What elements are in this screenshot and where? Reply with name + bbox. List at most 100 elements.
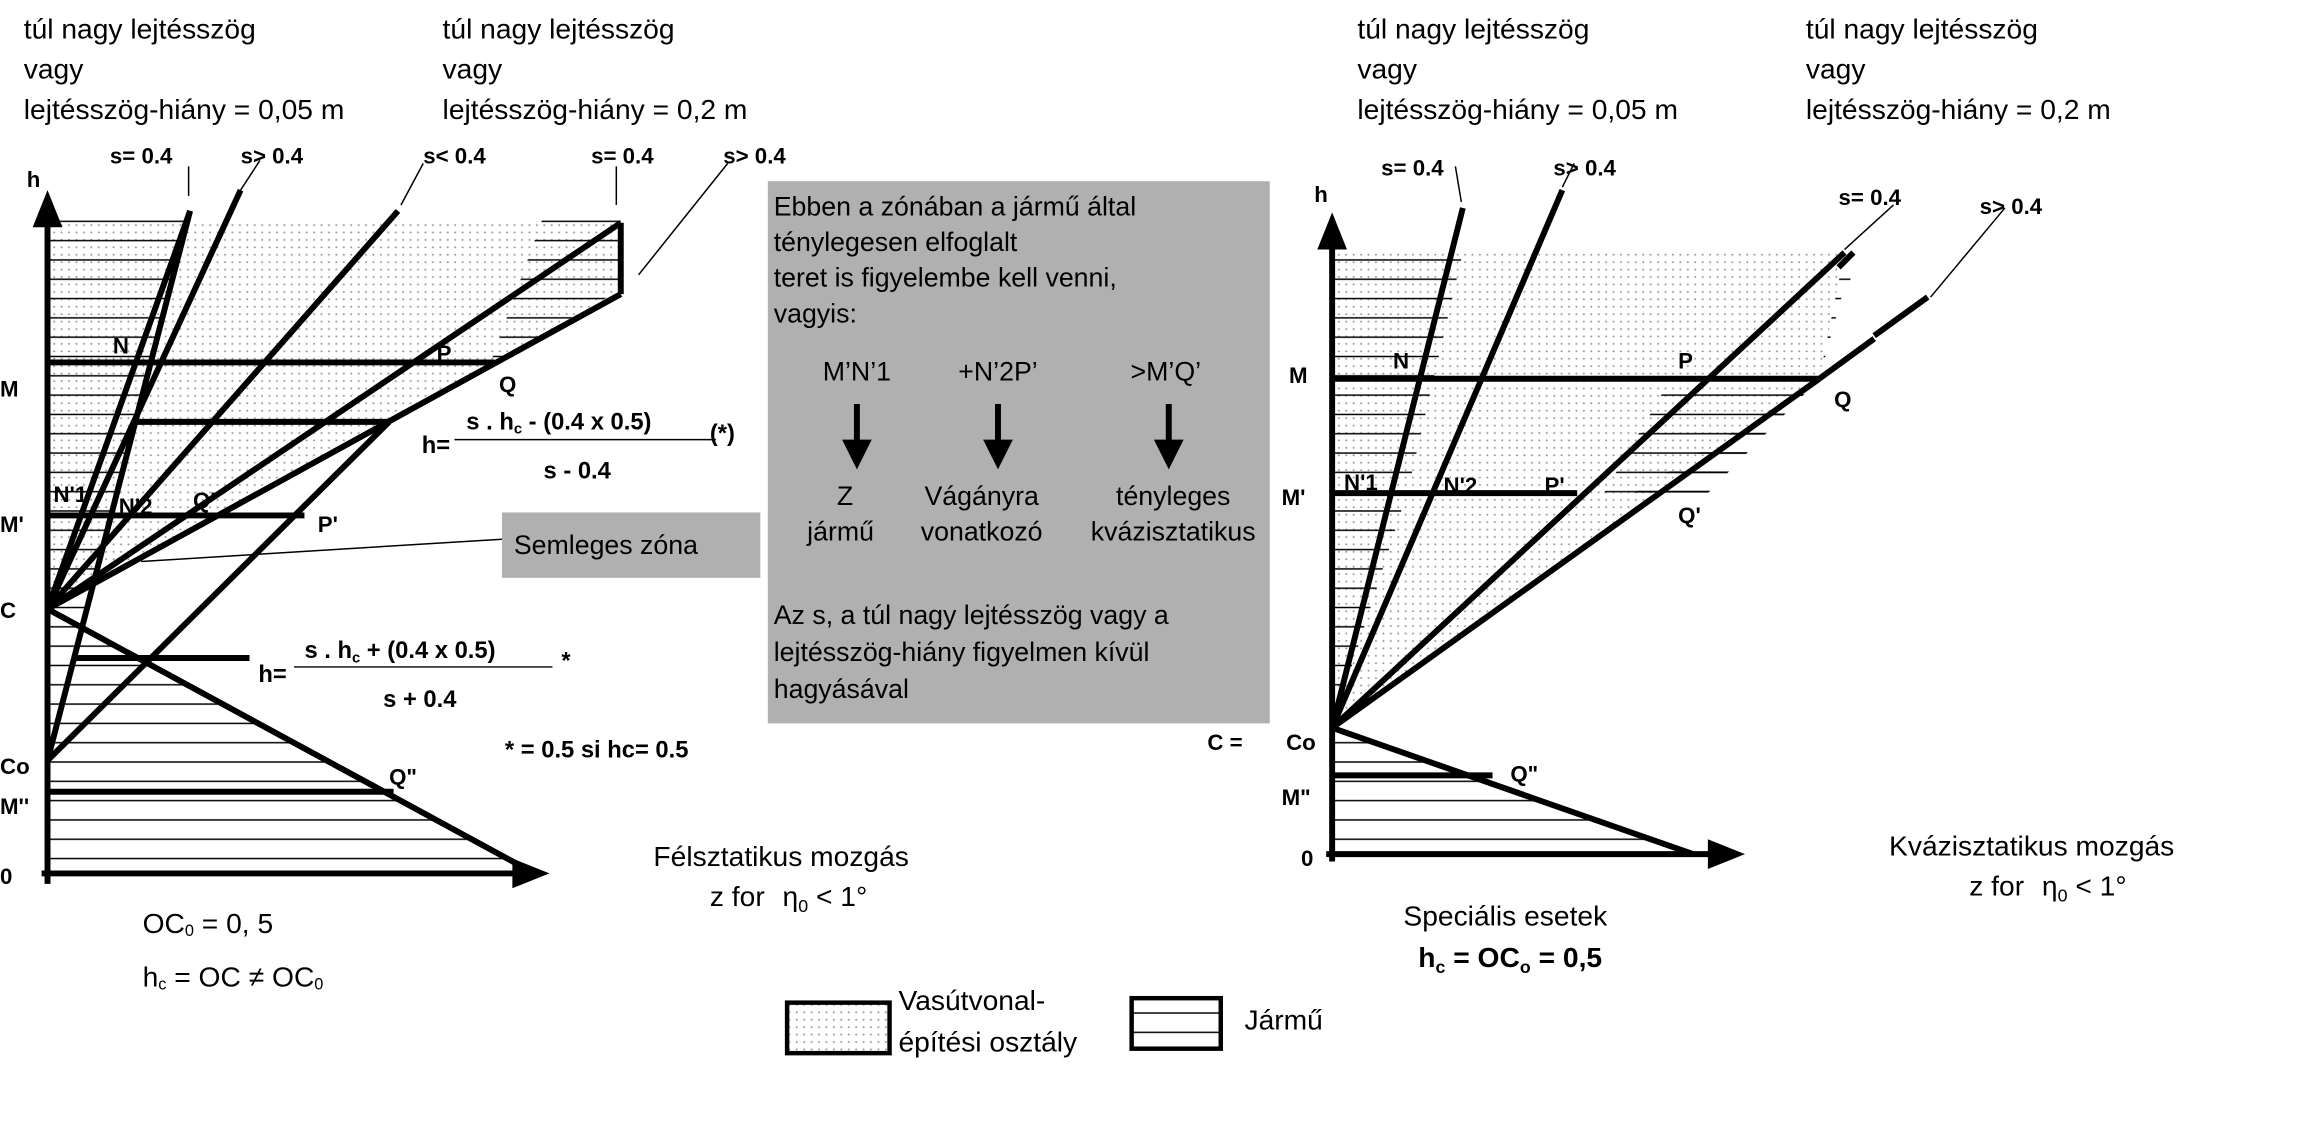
left-slope-line bbox=[45, 419, 392, 763]
right-diagram bbox=[1317, 163, 2006, 869]
axis-label-M-dprime: M'' bbox=[0, 794, 29, 819]
formula-numerator: s . hc + (0.4 x 0.5) bbox=[304, 637, 495, 666]
right-slope-line bbox=[1329, 207, 1466, 729]
oc-lines: OC0 = 0, 5 hc = OC ≠ OC0 bbox=[143, 907, 324, 993]
axis-label-h: h bbox=[1314, 182, 1328, 207]
info-column-bottom: jármű bbox=[806, 517, 874, 547]
axis-label-zero: 0 bbox=[0, 864, 12, 889]
header-line: lejtésszög-hiány = 0,05 m bbox=[1357, 93, 1678, 125]
header-line: vagy bbox=[1806, 53, 1866, 85]
formula-denominator: s - 0.4 bbox=[544, 457, 612, 484]
caption-line: Kvázisztatikus mozgás bbox=[1889, 830, 2174, 862]
pointer bbox=[239, 160, 261, 191]
left-diagram bbox=[32, 160, 729, 889]
header-line: túl nagy lejtésszög bbox=[1357, 13, 1589, 45]
header-line: vagy bbox=[443, 53, 503, 85]
special-formula: hc = OCo = 0,5 bbox=[1418, 941, 1602, 977]
pointer bbox=[1930, 207, 2006, 298]
pointer bbox=[638, 162, 729, 276]
header-line: lejtésszög-hiány = 0,05 m bbox=[24, 93, 345, 125]
point-label-Q: Q bbox=[499, 372, 516, 397]
left-h-arrow-icon bbox=[32, 190, 63, 228]
point-label-N: N bbox=[1393, 348, 1409, 373]
left-slope-line bbox=[46, 291, 623, 612]
legend-dotted-swatch bbox=[784, 1000, 892, 1056]
axis-label-M-dprime: M" bbox=[1282, 785, 1311, 810]
left-axis-labels: h M M' C Co M'' 0 bbox=[0, 167, 40, 889]
header-line: lejtésszög-hiány = 0,2 m bbox=[443, 93, 748, 125]
down-arrow-icon bbox=[983, 439, 1013, 470]
info-column-bottom: kvázisztatikus bbox=[1091, 517, 1256, 547]
point-label-P-prime: P' bbox=[318, 512, 338, 537]
right-point-labels: N P Q N'1 N'2 P' Q' Q" bbox=[1344, 348, 1851, 786]
info-outro-line: lejtésszög-hiány figyelmen kívül bbox=[774, 637, 1150, 667]
axis-label-h: h bbox=[27, 167, 41, 192]
slope-label: s= 0.4 bbox=[591, 143, 654, 168]
point-label-N1: N'1 bbox=[1344, 470, 1378, 495]
axis-label-M-prime: M' bbox=[0, 512, 24, 537]
slope-label: s= 0.4 bbox=[1381, 155, 1444, 180]
slope-label: s> 0.4 bbox=[1553, 155, 1616, 180]
caption-line: Félsztatikus mozgás bbox=[653, 840, 908, 872]
formula-top: h= s . hc - (0.4 x 0.5) (*) s - 0.4 bbox=[422, 408, 735, 484]
point-label-N2: N'2 bbox=[1444, 473, 1478, 498]
info-column-bottom: Vágányra bbox=[924, 481, 1039, 511]
left-slope-labels: s= 0.4 s> 0.4 s< 0.4 s= 0.4 s> 0.4 bbox=[110, 143, 786, 168]
right-slope-line bbox=[1330, 250, 1847, 731]
left-slope-line bbox=[45, 220, 623, 612]
formula-lhs: h= bbox=[422, 432, 450, 459]
info-column-bottom: tényleges bbox=[1116, 481, 1230, 511]
formula-bottom: h= s . hc + (0.4 x 0.5) * s + 0.4 bbox=[258, 637, 571, 713]
legend-dotted-label: Vasútvonal- bbox=[898, 984, 1045, 1016]
info-intro-line: Ebben a zónában a jármű által bbox=[774, 191, 1136, 221]
slope-label: s> 0.4 bbox=[241, 143, 304, 168]
formula-mark: (*) bbox=[710, 420, 735, 447]
left-hatched-upper-right bbox=[389, 219, 621, 422]
right-slope-ext bbox=[1872, 294, 1930, 339]
left-lower-slope bbox=[46, 606, 537, 877]
right-x-arrow-icon bbox=[1707, 839, 1745, 869]
right-axis-labels: h M M' C = Co M" 0 bbox=[1207, 182, 1328, 871]
info-column-top: M’N’1 bbox=[823, 356, 891, 386]
pointer bbox=[1561, 163, 1575, 188]
legend: Vasútvonal- építési osztály Jármű bbox=[784, 984, 1323, 1058]
left-slope-line bbox=[44, 210, 193, 762]
header-right-b: túl nagy lejtésszög vagy lejtésszög-hián… bbox=[1806, 13, 2111, 125]
down-arrow-icon bbox=[1153, 439, 1184, 470]
legend-hatched-swatch bbox=[1129, 995, 1223, 1051]
formula-mark: * bbox=[561, 647, 571, 674]
right-lower-slope bbox=[1331, 725, 1694, 857]
info-column-bottom: vonatkozó bbox=[921, 517, 1043, 547]
axis-label-M: M bbox=[1289, 363, 1308, 388]
info-column-top: >M’Q’ bbox=[1131, 356, 1202, 386]
point-label-N: N bbox=[113, 334, 129, 359]
pointer bbox=[1454, 166, 1463, 203]
header-left-b: túl nagy lejtésszög vagy lejtésszög-hián… bbox=[443, 13, 748, 125]
oc-line-2: hc = OC ≠ OC0 bbox=[143, 960, 324, 993]
axis-label-zero: 0 bbox=[1301, 846, 1313, 871]
header-line: túl nagy lejtésszög bbox=[443, 13, 675, 45]
oc-line-1: OC0 = 0, 5 bbox=[143, 907, 274, 940]
info-intro-line: ténylegesen elfoglalt bbox=[774, 227, 1018, 257]
special-case: Speciális esetek hc = OCo = 0,5 bbox=[1403, 899, 1608, 977]
slope-label: s= 0.4 bbox=[110, 143, 173, 168]
down-arrow-icon bbox=[842, 439, 872, 470]
header-left-a: túl nagy lejtésszög vagy lejtésszög-hián… bbox=[24, 13, 345, 125]
header-line: túl nagy lejtésszög bbox=[1806, 13, 2038, 45]
formula-lhs: h= bbox=[258, 661, 286, 688]
info-column-top: +N’2P’ bbox=[958, 356, 1037, 386]
neutral-zone-pointer bbox=[141, 538, 503, 563]
right-h-arrow-icon bbox=[1317, 212, 1347, 250]
slope-label: s< 0.4 bbox=[423, 143, 486, 168]
info-box: Ebben a zónában a jármű által ténylegese… bbox=[767, 181, 1270, 724]
pointer bbox=[400, 163, 424, 206]
header-line: vagy bbox=[1357, 53, 1417, 85]
axis-label-C: C = bbox=[1207, 730, 1242, 755]
slope-label: s> 0.4 bbox=[723, 143, 786, 168]
axis-label-Co: Co bbox=[1286, 730, 1316, 755]
right-slope-labels: s= 0.4 s> 0.4 s= 0.4 s> 0.4 bbox=[1381, 155, 2043, 219]
info-outro-line: Az s, a túl nagy lejtésszög vagy a bbox=[774, 600, 1169, 630]
